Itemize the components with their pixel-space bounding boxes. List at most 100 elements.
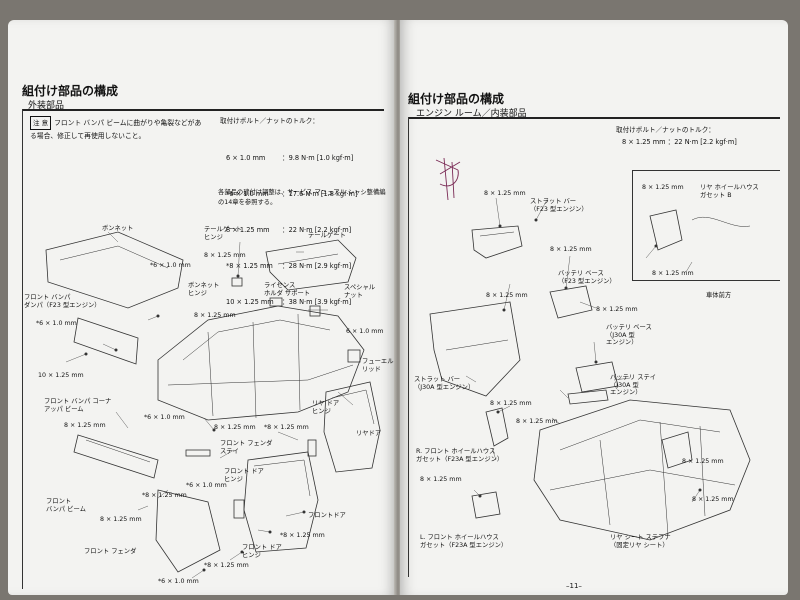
label-bolt: 8 × 1.25 mm [214, 424, 256, 431]
r-gusset-shape [485, 407, 509, 447]
label-bolt: *6 × 1.0 mm [36, 320, 77, 327]
body-floor-shape [533, 399, 751, 541]
label-bolt: 8 × 1.25 mm [516, 418, 558, 425]
label-bolt: 8 × 1.25 mm [550, 246, 592, 253]
right-frame-line [408, 117, 409, 577]
rear-gusset-b-shape [649, 209, 683, 251]
tailgate-shape [265, 239, 357, 291]
inset-frame-top [632, 170, 780, 171]
label-bolt: *6 × 1.0 mm [144, 414, 185, 421]
book-gutter [394, 20, 402, 595]
label-bumper-damper: フロント バンパ ダンパ（F23 型エンジン） [24, 294, 101, 309]
inset-frame-bottom [632, 280, 780, 281]
label-battery-base-j30: バッテリ ベース （J30A 型 エンジン） [606, 324, 652, 346]
hinge-shape [309, 305, 321, 317]
label-bolt: 8 × 1.25 mm [420, 476, 462, 483]
label-bolt: *8 × 1.25 mm [142, 492, 187, 499]
label-battery-stay-j30: バッテリ ステイ （J30A 型 エンジン） [610, 374, 657, 396]
label-bolt: 8 × 1.25 mm [642, 184, 684, 191]
torque-row: 6 × 1.0 mm：9.8 N·m [1.0 kgf·m] [226, 154, 354, 162]
rear-seat-stiffener-shape [661, 431, 693, 469]
label-bolt: 8 × 1.25 mm [100, 516, 142, 523]
label-bolt: *8 × 1.25 mm [264, 424, 309, 431]
fuel-lid-shape [347, 349, 361, 363]
label-rear-door-hinge: リヤ ドア ヒンジ [312, 400, 340, 415]
left-torque-table: 6 × 1.0 mm：9.8 N·m [1.0 kgf·m] *6 × 1.0 … [226, 128, 358, 332]
label-bolt: 8 × 1.25 mm [596, 306, 638, 313]
right-heading-rule [408, 117, 780, 119]
left-page: 組付け部品の構成 外装部品 注 意フロント バンパ ビームに曲がりや亀裂などがあ… [8, 20, 396, 595]
right-page: 組付け部品の構成 エンジン ルーム／内装部品 取付けボルト／ナットのトルク： 8… [400, 20, 788, 595]
car-body-shape [157, 305, 365, 421]
right-page-title: 組付け部品の構成 [408, 92, 505, 106]
label-bolt: *6 × 1.0 mm [186, 482, 227, 489]
label-license-holder: ライセンス ホルダ サポート [264, 282, 311, 297]
torque-row: 8 × 1.25 mm：22 N·m [2.2 kgf·m] [226, 226, 352, 234]
l-gusset-shape [471, 491, 501, 519]
page-number: –11– [566, 582, 582, 590]
engine-room-diagram [429, 157, 751, 541]
label-bolt: *6 × 1.0 mm [150, 262, 191, 269]
label-bolt: 8 × 1.25 mm [64, 422, 106, 429]
label-bolt: 8 × 1.25 mm [486, 292, 528, 299]
book-spread: 組付け部品の構成 外装部品 注 意フロント バンパ ビームに曲がりや亀裂などがあ… [8, 20, 788, 595]
stay-shape [185, 449, 211, 457]
label-front-door: フロントドア [308, 512, 346, 519]
pen-scribble [435, 157, 461, 201]
right-torque-heading: 取付けボルト／ナットのトルク： [616, 126, 715, 134]
bumper-beam-shape [73, 434, 159, 479]
caution-note: 注 意フロント バンパ ビームに曲がりや亀裂などがある場合、修正して再使用しない… [30, 116, 206, 142]
battery-base-f23-shape [549, 285, 593, 319]
bumper-damper-shape [73, 317, 139, 365]
label-tailgate: テールゲート [308, 232, 346, 239]
label-rear-door: リヤドア [356, 430, 382, 437]
bonnet-shape [45, 231, 184, 309]
label-bolt: 8 × 1.25 mm [682, 458, 724, 465]
label-tailgate-hinge: テールゲート ヒンジ [204, 226, 242, 241]
rear-door-shape [323, 381, 381, 473]
label-l-front-wheelhouse-gusset: L. フロント ホイールハウス ガセット（F23A 型エンジン） [420, 534, 508, 549]
label-body-front: 車体前方 [706, 292, 732, 299]
label-rear-seat-stiffener: リヤ シート ステフナ （固定リヤ シート） [610, 534, 671, 549]
label-bonnet: ボンネット [102, 225, 134, 232]
left-heading-rule [22, 109, 384, 111]
label-bolt: 8 × 1.25 mm [204, 252, 246, 259]
label-battery-base-f23: バッテリ ベース （F23 型エンジン） [558, 270, 616, 285]
label-bolt: *8 × 1.25 mm [204, 562, 249, 569]
label-fender-stay: フロント フェンダ ステイ [220, 440, 273, 455]
adjust-note: 各部品の建付け調整は、サービス マニュアル シャシ整備編の14章を参照する。 [218, 189, 386, 206]
label-strut-bar-f23: ストラット バー （F23 型エンジン） [530, 198, 588, 213]
strut-bar-j30-shape [429, 301, 521, 397]
right-torque-row: 8 × 1.25 mm ：22 N·m [2.2 kgf·m] [622, 138, 737, 146]
label-bolt: *6 × 1.0 mm [158, 578, 199, 585]
label-front-fender: フロント フェンダ [84, 548, 137, 555]
left-section-heading: 外装部品 [28, 101, 65, 111]
left-frame-line [22, 109, 23, 589]
left-torque-heading: 取付けボルト／ナットのトルク： [220, 117, 319, 125]
label-bolt: 8 × 1.25 mm [692, 496, 734, 503]
label-bolt: 6 × 1.0 mm [346, 328, 384, 335]
label-bolt: 8 × 1.25 mm [490, 400, 532, 407]
battery-base-j30-shape [575, 361, 619, 393]
label-bolt: 8 × 1.25 mm [194, 312, 236, 319]
torque-row: *8 × 1.25 mm：28 N·m [2.9 kgf·m] [226, 262, 352, 270]
label-bolt: 8 × 1.25 mm [652, 270, 694, 277]
label-rear-wheelhouse-gusset-b: リヤ ホイールハウス ガセット B [700, 184, 759, 199]
label-bumper-corner-beam: フロント バンパ コーナ アッパ ビーム [44, 398, 112, 413]
label-strut-bar-j30: ストラット バー （J30A 型エンジン） [414, 376, 475, 391]
battery-stay-j30-shape [567, 389, 609, 405]
hinge-shape [231, 277, 243, 287]
label-front-door-hinge: フロント ドア ヒンジ [224, 468, 264, 483]
hinge-shape [269, 297, 283, 307]
label-bolt: *8 × 1.25 mm [280, 532, 325, 539]
label-bumper-beam: フロント バンパ ビーム [46, 498, 86, 513]
label-r-front-wheelhouse-gusset: R. フロント ホイールハウス ガセット（F23A 型エンジン） [416, 448, 504, 463]
front-fender-shape [155, 489, 221, 573]
label-bonnet-hinge: ボンネット ヒンジ [188, 282, 220, 297]
torque-row: 10 × 1.25 mm：38 N·m [3.9 kgf·m] [226, 298, 352, 306]
right-section-heading: エンジン ルーム／内装部品 [416, 109, 527, 119]
hinge-shape [233, 499, 245, 519]
strut-bar-f23-shape [471, 225, 523, 259]
caution-text: フロント バンパ ビームに曲がりや亀裂などがある場合、修正して再使用しないこと。 [30, 119, 202, 140]
label-front-door-hinge: フロント ドア ヒンジ [242, 544, 282, 559]
